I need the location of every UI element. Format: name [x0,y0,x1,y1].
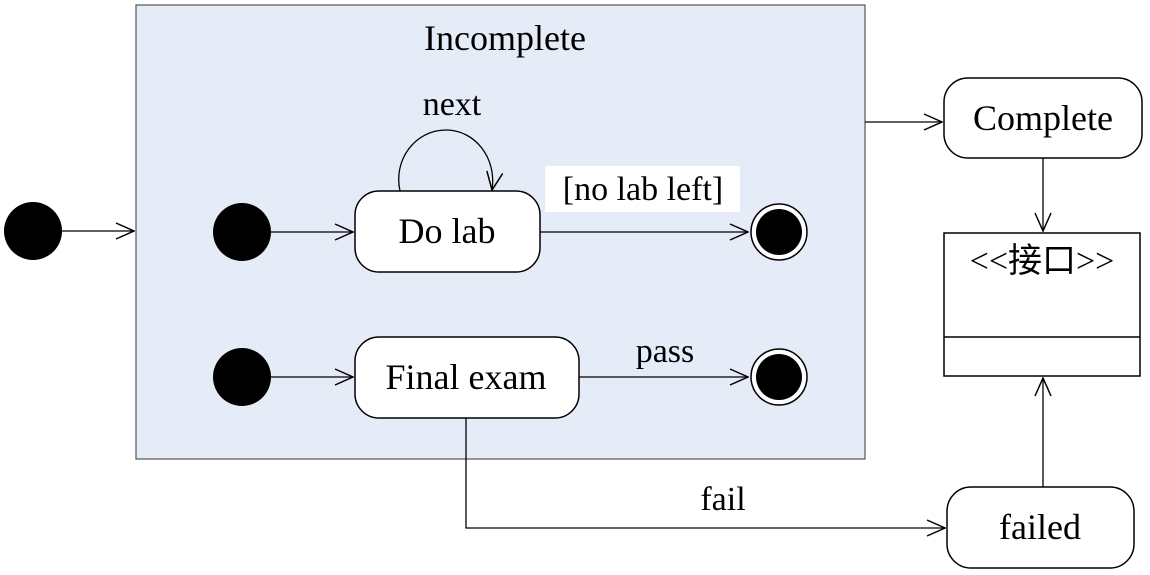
lab-final-node [756,209,802,255]
final-exam-label: Final exam [386,357,547,397]
interface-box [943,232,1141,377]
failed-label: failed [999,507,1081,547]
complete-label: Complete [973,98,1113,138]
next-self-loop-arrow [398,129,493,191]
failed-state [946,486,1135,569]
interface-stereotype-label: <<接口>> [970,243,1115,280]
outer-initial-node [4,202,62,260]
exam-final-node [756,354,802,400]
do-lab-label: Do lab [399,211,496,251]
fail-arrow [465,418,945,528]
next-label: next [423,86,482,123]
exam-initial-node [213,348,271,406]
no-lab-left-label-bg [545,166,740,212]
no-lab-left-label: [no lab left] [563,171,724,208]
fail-label: fail [700,481,745,518]
incomplete-title: Incomplete [424,18,586,58]
lab-initial-node [213,203,271,261]
pass-label: pass [636,333,695,370]
